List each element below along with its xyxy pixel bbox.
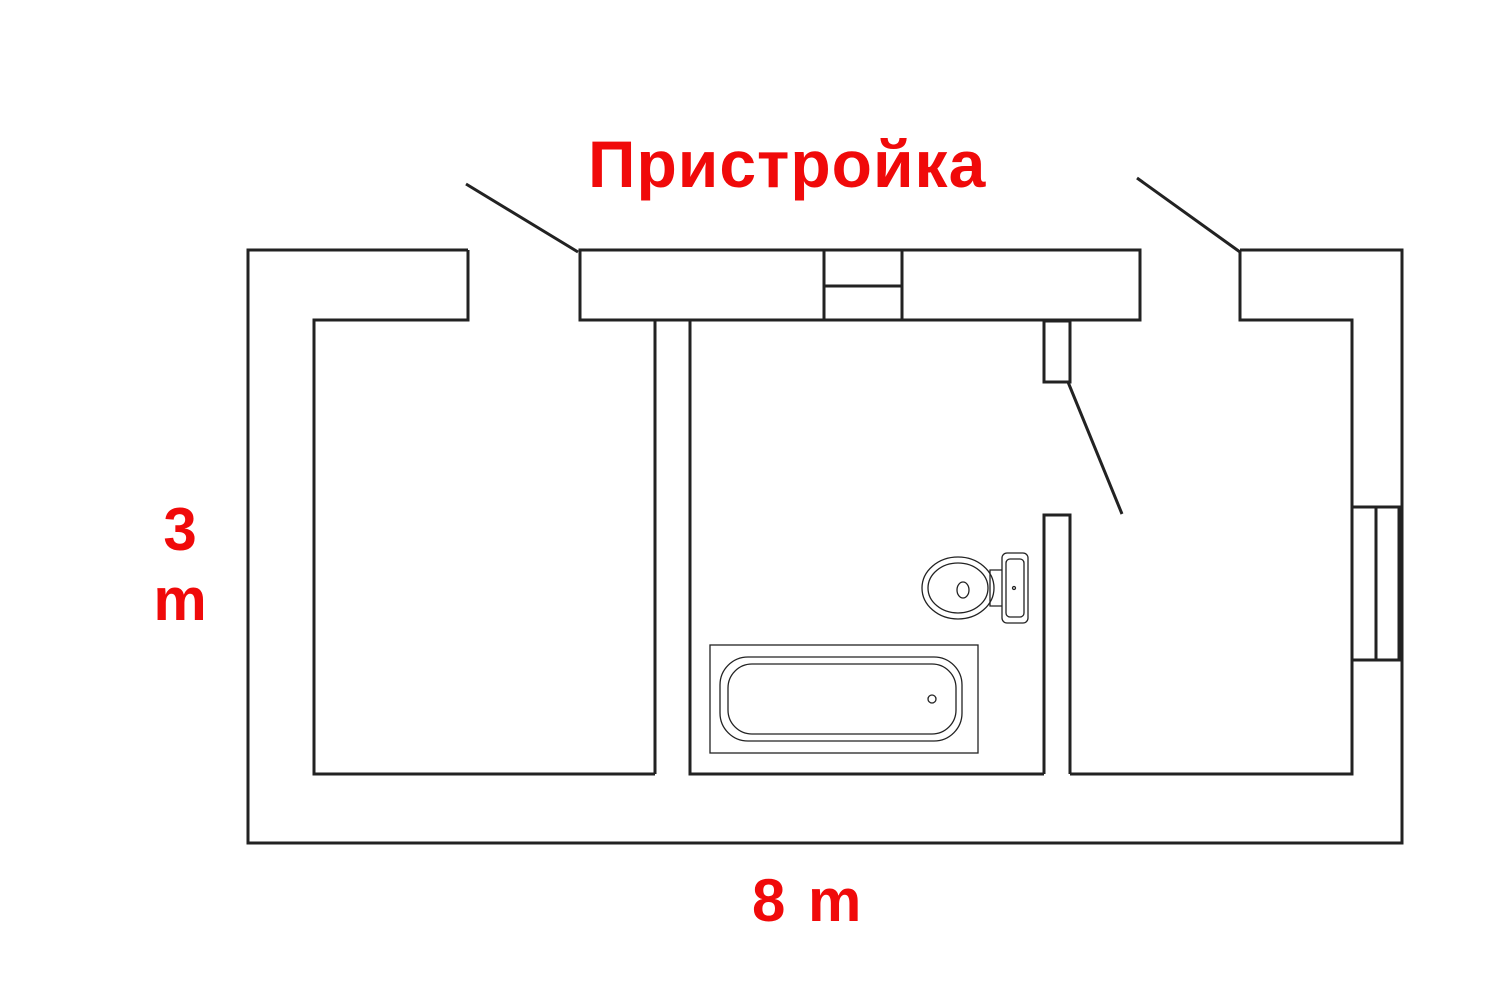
partition-right-lower [1042,513,1072,774]
width-dimension-label: 8 m [752,867,865,934]
partition-right-upper [1042,319,1072,384]
wall-return-left [312,250,655,776]
height-dimension-label: 3 m [140,495,220,635]
leader-line-right [1136,176,1241,254]
wall-return-right [1070,250,1354,776]
height-value: 3 [163,496,197,563]
bathtub-icon [709,644,979,754]
outer-wall [246,248,1404,845]
door-leaf [1066,381,1124,515]
height-unit: m [153,566,207,633]
toilet-icon [921,552,1029,624]
extension-label: Пристройка [588,127,987,201]
leader-line-left [465,182,579,254]
partition-left [653,318,1044,776]
